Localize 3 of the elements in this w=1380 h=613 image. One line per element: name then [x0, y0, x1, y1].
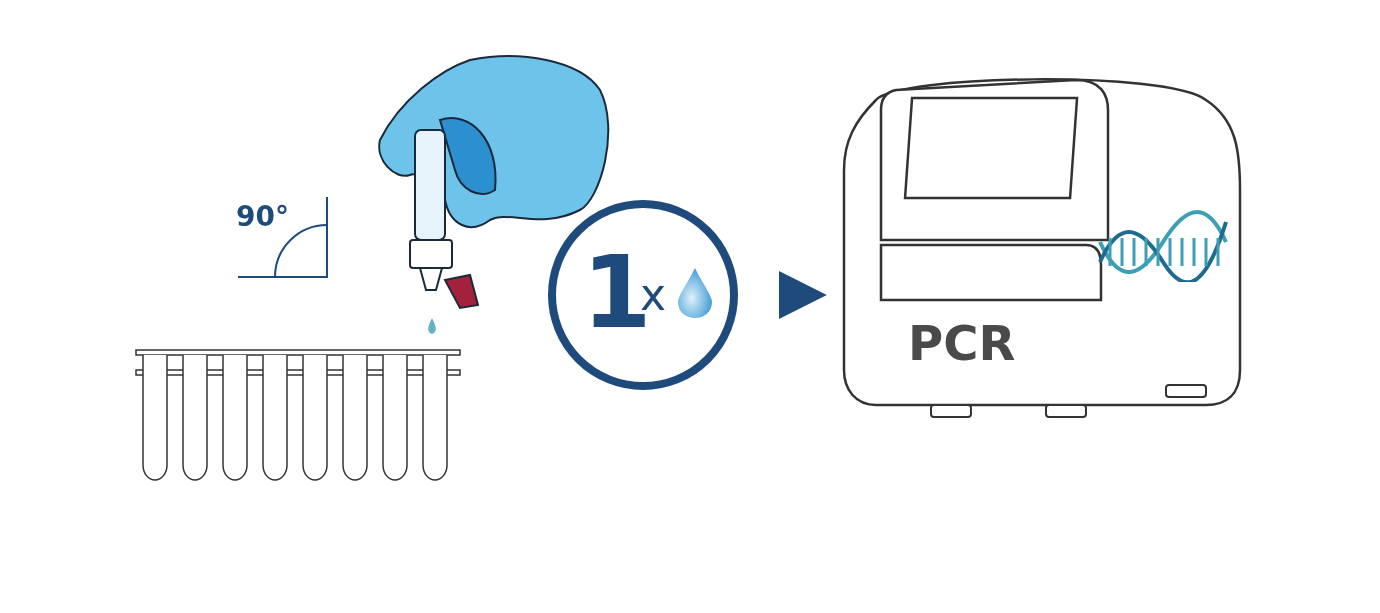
step-circle: [548, 200, 738, 390]
machine-label: PCR: [908, 315, 1016, 371]
angle-label: 90°: [236, 200, 289, 233]
